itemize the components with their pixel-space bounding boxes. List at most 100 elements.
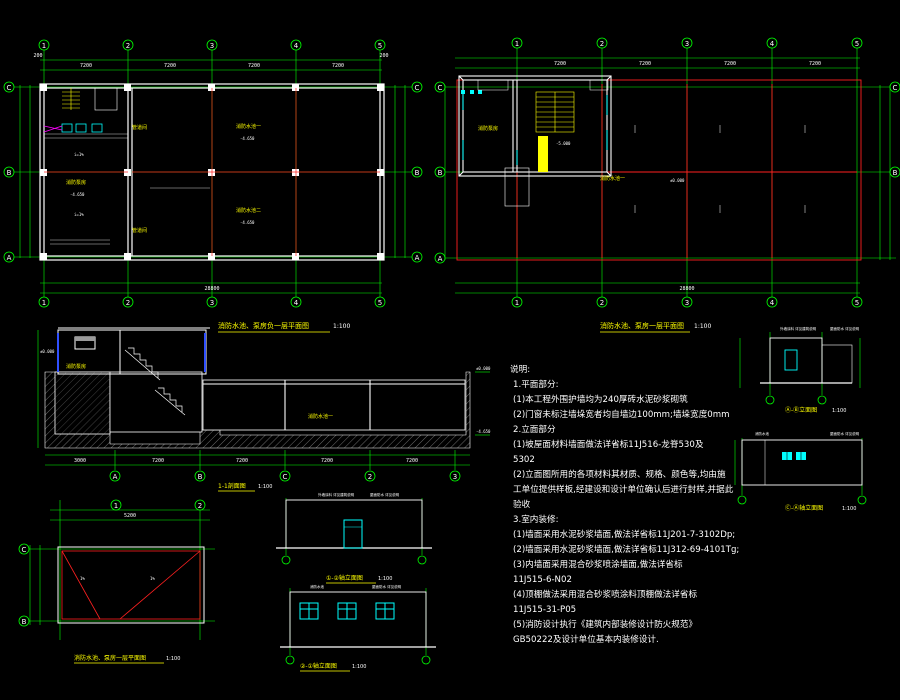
axis-label: A — [7, 254, 12, 262]
axis-label: 3 — [453, 473, 457, 481]
dimension-text: 200 — [379, 53, 388, 59]
room-label: 消防水池二 — [236, 207, 261, 214]
axis-label: 5 — [855, 299, 859, 307]
notes-heading: 说明: — [510, 363, 530, 375]
note-line: (1)墙面采用水泥砂浆墙面,做法详省标11J201-7-3102Dp; — [513, 528, 735, 540]
axis-label: 3 — [210, 299, 214, 307]
room-label: 消防泵房 — [66, 363, 86, 370]
dimension-text: 7200 — [554, 61, 566, 67]
annotation: 屋面防水 详见说明 — [830, 326, 860, 331]
slope-text: 1% — [80, 576, 85, 581]
axis-label: 2 — [126, 299, 130, 307]
dimension-text: 5200 — [124, 513, 136, 519]
axis-label: 1 — [515, 299, 519, 307]
note-line: 工单位提供样板,经建设和设计单位确认后进行封样,并据此 — [513, 483, 734, 495]
slope-text: i=1% — [74, 212, 84, 217]
elevation-a-b: 外墙涂料 详见建筑说明 屋面防水 详见说明 Ⓐ-Ⓑ立面图 1:100 — [739, 326, 861, 414]
design-notes: 说明: 1.平面部分: (1)本工程外围护墙均为240厚砖水泥砂浆砌筑 (2)门… — [510, 363, 739, 645]
annotation: 外墙涂料 详见建筑说明 — [318, 492, 355, 497]
axis-label: B — [893, 169, 898, 177]
note-line: (1)坡屋面材料墙面做法详省标11J516-龙脊530及 — [513, 438, 704, 450]
scale-text: 1:100 — [166, 656, 180, 662]
elevation-text: -4.650 — [240, 136, 255, 141]
axis-label: 5 — [378, 42, 382, 50]
drawing-title: 消防水池、泵房负一层平面图 — [218, 321, 309, 330]
room-label: 消防水池一 — [308, 413, 333, 420]
dimension-text: 7200 — [406, 458, 418, 464]
note-line: (2)立面图所用的各项材料其材质、规格、颜色等,均由施 — [513, 468, 726, 480]
drawing-title: Ⓒ-Ⓐ轴立面图 — [785, 504, 823, 512]
axis-label: 2 — [600, 299, 604, 307]
dimension-text: 7200 — [321, 458, 333, 464]
elevation-text: -4.650 — [70, 192, 85, 197]
elevation-1-2: 外墙涂料 详见建筑说明 屋面防水 详见说明 ①-②轴立面图 1:100 — [276, 492, 432, 584]
dimension-text: 7200 — [80, 63, 92, 69]
drawing-title: 1-1剖面图 — [218, 482, 246, 490]
axis-label: B — [7, 169, 12, 177]
note-line: 3.室内装修: — [513, 513, 558, 525]
scale-text: 1:100 — [352, 664, 366, 670]
elevation-text: -4.650 — [240, 220, 255, 225]
dimension-text: 7200 — [236, 458, 248, 464]
annotation: 屋面防水 详见说明 — [372, 584, 402, 589]
axis-label: 2 — [126, 42, 130, 50]
scale-text: 1:100 — [832, 408, 846, 414]
elevation-text: ±0.000 — [40, 349, 55, 354]
dimension-text: 7200 — [724, 61, 736, 67]
room-label: 管道间 — [132, 227, 147, 234]
room-label: 消防水池一 — [600, 175, 625, 182]
axis-label: C — [438, 84, 443, 92]
axis-label: 2 — [368, 473, 372, 481]
note-line: 11J515-6-N02 — [513, 575, 572, 585]
slope-text: i=1% — [74, 152, 84, 157]
dimension-text: 3000 — [74, 458, 86, 464]
dimension-text: 200 — [33, 53, 42, 59]
axis-label: 4 — [770, 299, 775, 307]
annotation: 屋面防水 详见说明 — [370, 492, 400, 497]
note-line: 5302 — [513, 455, 535, 465]
axis-label: 1 — [515, 40, 519, 48]
axis-label: 2 — [600, 40, 604, 48]
note-line: (1)本工程外围护墙均为240厚砖水泥砂浆砌筑 — [513, 393, 688, 405]
annotation: 屋面防水 详见说明 — [830, 431, 860, 436]
note-line: 11J515-31-P05 — [513, 605, 576, 615]
dimension-text: 7200 — [152, 458, 164, 464]
axis-label: B — [22, 618, 27, 626]
axis-label: C — [7, 84, 12, 92]
dimension-text: 7200 — [332, 63, 344, 69]
scale-text: 1:100 — [258, 484, 272, 490]
axis-label: C — [893, 84, 898, 92]
scale-text: 1:100 — [333, 323, 350, 330]
plan-roof: 1 2 C B 5200 1% 1% 消防水池、泵房一层平面图 1:100 — [18, 499, 215, 664]
axis-label: 1 — [42, 42, 46, 50]
note-line: (3)内墙面采用混合砂浆喷涂墙面,做法详省标 — [513, 558, 683, 570]
axis-label: C — [415, 84, 420, 92]
plan-basement: 1 2 3 4 5 1 2 3 4 5 C B A C B A 7200 720… — [3, 39, 423, 308]
axis-label: 3 — [685, 40, 689, 48]
elevation-text: -4.650 — [476, 429, 491, 434]
axis-label: B — [198, 473, 203, 481]
drawing-title: 消防水池、泵房一层平面图 — [74, 654, 146, 662]
ramp — [538, 136, 548, 172]
dimension-text: 7200 — [164, 63, 176, 69]
note-line: (2)门窗未标注墙垛宽者均自墙边100mm;墙垛宽度0mm — [513, 408, 730, 420]
note-line: (4)顶棚做法采用混合砂浆喷涂料顶棚做法详省标 — [513, 588, 697, 600]
note-line: GB50222及设计单位基本内装修设计. — [513, 633, 659, 645]
note-line: 2.立面部分 — [513, 423, 556, 435]
axis-label: 2 — [198, 502, 202, 510]
axis-label: C — [283, 473, 288, 481]
axis-label: 4 — [770, 40, 775, 48]
axis-label: C — [22, 546, 27, 554]
axis-label: A — [415, 254, 420, 262]
drawing-title: Ⓐ-Ⓑ立面图 — [785, 406, 817, 414]
axis-label: 4 — [294, 299, 299, 307]
annotation: 消防水池 — [310, 584, 324, 589]
room-label: 消防水池一 — [236, 123, 261, 130]
dimension-text: 7200 — [809, 61, 821, 67]
axis-label: A — [438, 255, 443, 263]
note-line: 验收 — [513, 498, 531, 510]
annotation: 消防水池 — [755, 431, 769, 436]
elevation-text: ±0.000 — [670, 178, 685, 183]
